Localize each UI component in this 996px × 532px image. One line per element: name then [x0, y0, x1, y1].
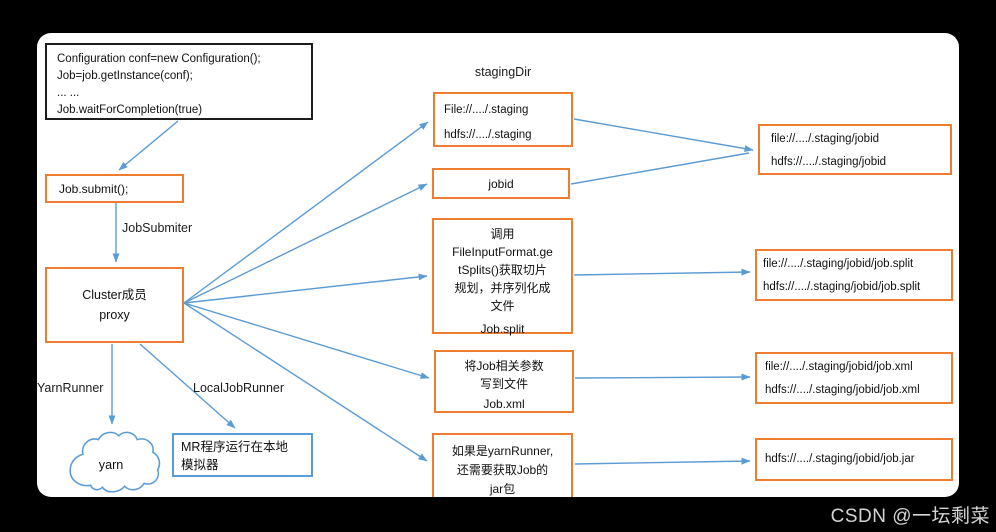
job-submit-node: Job.submit(); — [45, 174, 184, 203]
arrow-cluster-to-jar — [183, 302, 428, 462]
diagram-canvas: Configuration conf=new Configuration(); … — [37, 33, 959, 497]
xml-paths-node: file://..../.staging/jobid/job.xml hdfs:… — [755, 352, 953, 404]
split-line: 规划，并序列化成 — [454, 281, 551, 295]
arrow-cluster-to-jobid — [183, 183, 428, 304]
code-line: Job.waitForCompletion(true) — [57, 104, 203, 116]
watermark: CSDN @一坛剩菜 — [830, 506, 990, 527]
local-job-runner-label: LocalJobRunner — [193, 381, 285, 395]
arrow-xml-to-xml-paths — [574, 373, 751, 381]
split-file-label: Job.split — [480, 322, 525, 336]
path-line: hdfs://..../.staging/jobid/job.xml — [765, 384, 920, 396]
staging-path-line: hdfs://..../.staging — [444, 129, 532, 141]
staging-dir-node: File://..../.staging hdfs://..../.stagin… — [433, 92, 573, 147]
arrow-jobid-to-jobid-paths — [570, 152, 750, 185]
split-line: tSplits()获取切片 — [458, 263, 547, 277]
job-xml-node: 将Job相关参数 写到文件 Job.xml — [434, 350, 574, 413]
jobid-label: jobid — [488, 176, 514, 191]
cluster-line-1: Cluster成员 — [82, 288, 147, 302]
path-line: file://..../.staging/jobid/job.split — [763, 258, 914, 270]
jar-line: 如果是yarnRunner, — [451, 444, 554, 458]
cluster-proxy-node: Cluster成员 proxy — [45, 267, 184, 343]
arrow-code-to-submit — [118, 120, 179, 171]
jobid-paths-node: file://..../.staging/jobid hdfs://..../.… — [758, 124, 952, 175]
mr-line: MR程序运行在本地 — [181, 440, 288, 454]
path-line: hdfs://..../.staging/jobid/job.split — [763, 281, 921, 293]
cloud-icon: yarn — [69, 431, 161, 493]
split-line: 文件 — [490, 299, 515, 313]
arrow-jar-to-jar-paths — [574, 457, 751, 465]
arrow-staging-to-jobid-paths — [573, 118, 754, 152]
path-line: file://..../.staging/jobid/job.xml — [765, 361, 913, 373]
jar-line: jar包 — [489, 482, 516, 496]
xml-line: 写到文件 — [479, 377, 528, 391]
split-planning-node: 调用 FileInputFormat.ge tSplits()获取切片 规划，并… — [432, 218, 573, 336]
code-line: Job=job.getInstance(conf); — [57, 70, 193, 82]
yarn-runner-label: YarnRunner — [37, 381, 104, 395]
jobid-node: jobid — [432, 168, 570, 199]
code-line: ... ... — [57, 87, 80, 99]
path-line: hdfs://..../.staging/jobid — [771, 156, 887, 168]
split-paths-node: file://..../.staging/jobid/job.split hdf… — [755, 249, 953, 301]
jar-line: 还需要获取Job的 — [456, 463, 549, 477]
staging-path-line: File://..../.staging — [444, 104, 529, 116]
arrow-layer — [108, 118, 754, 465]
split-line: FileInputFormat.ge — [452, 245, 553, 259]
yarn-cloud-node: yarn — [63, 428, 163, 496]
staging-dir-label: stagingDir — [474, 65, 532, 79]
yarn-cloud-label: yarn — [99, 458, 124, 472]
job-jar-node: 如果是yarnRunner, 还需要获取Job的 jar包 — [432, 433, 573, 497]
split-line: 调用 — [490, 227, 515, 241]
arrow-cluster-to-split — [183, 273, 428, 304]
driver-code-box: Configuration conf=new Configuration(); … — [45, 43, 313, 120]
arrow-cluster-to-local-runner — [139, 343, 236, 429]
mr-line: 模拟器 — [181, 458, 219, 472]
code-line: Configuration conf=new Configuration(); — [57, 53, 261, 65]
xml-line: 将Job相关参数 — [464, 359, 544, 373]
arrow-cluster-to-xml — [183, 302, 430, 379]
path-line: hdfs://..../.staging/jobid/job.jar — [765, 453, 915, 465]
job-submiter-label: JobSubmiter — [122, 221, 193, 235]
path-line: file://..../.staging/jobid — [771, 133, 880, 145]
jar-paths-node: hdfs://..../.staging/jobid/job.jar — [755, 438, 953, 481]
arrow-cluster-to-staging — [183, 121, 429, 304]
job-submit-label: Job.submit(); — [59, 181, 129, 196]
cluster-line-2: proxy — [99, 308, 130, 322]
local-simulator-node: MR程序运行在本地 模拟器 — [172, 433, 313, 477]
xml-file-label: Job.xml — [483, 397, 525, 411]
arrow-split-to-split-paths — [573, 268, 751, 276]
